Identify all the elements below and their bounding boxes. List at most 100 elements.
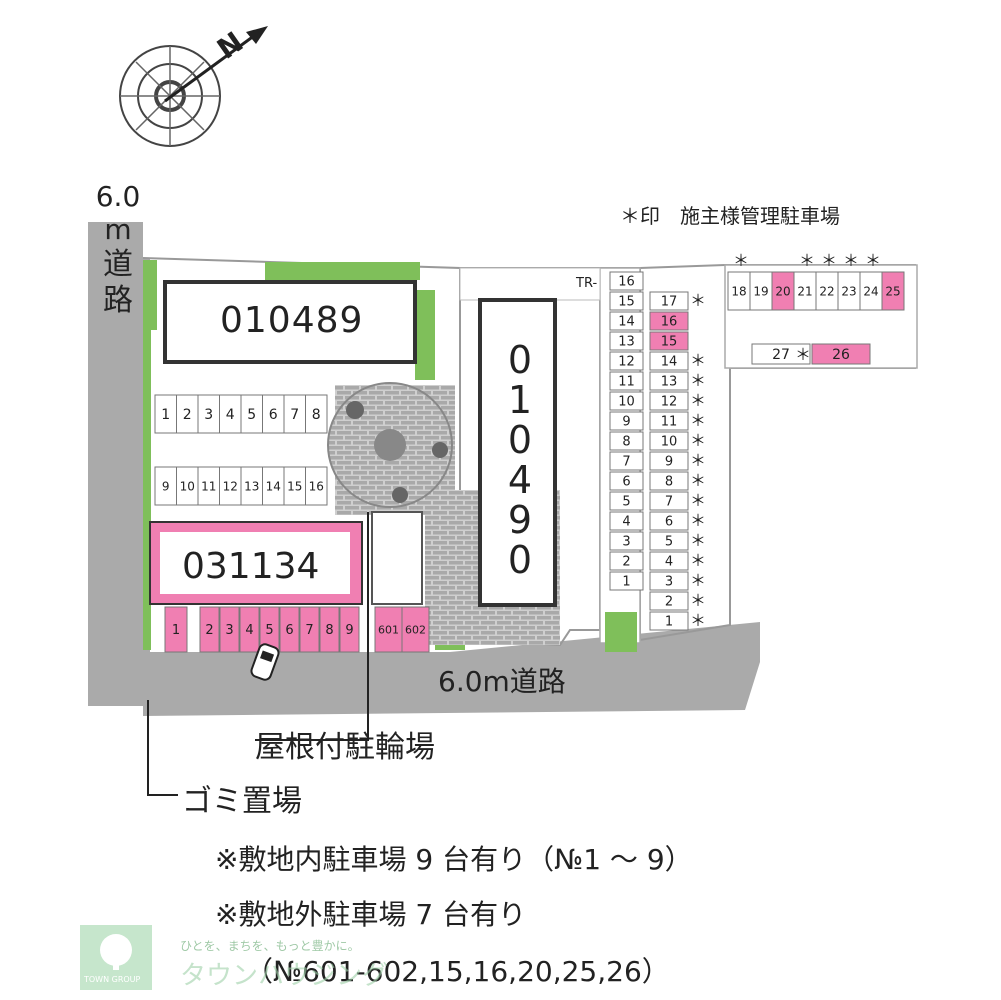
parking-c-3-box bbox=[219, 606, 240, 653]
parking-l-10-label: 6 bbox=[622, 475, 630, 490]
parking-c-1-label: 1 bbox=[172, 623, 180, 638]
west-road bbox=[88, 222, 150, 706]
parking-lone: 27＊26 bbox=[751, 343, 871, 365]
parking-r-star-14: ＊ bbox=[690, 571, 706, 590]
parking-l-7-box bbox=[609, 411, 644, 431]
parking-l-5-box bbox=[609, 371, 644, 391]
parking-l-12-label: 4 bbox=[622, 515, 630, 530]
parking-l-8-box bbox=[609, 431, 644, 451]
parking-r-star-3: ＊ bbox=[690, 351, 706, 370]
parking-r-0-label: 17 bbox=[661, 295, 678, 310]
parking-lone-26-box bbox=[811, 343, 871, 365]
parking-l-12-box bbox=[609, 511, 644, 531]
note-line-3: （№601-602,15,16,20,25,26） bbox=[245, 955, 670, 988]
watermark bbox=[80, 925, 152, 990]
parking-r-star-11: ＊ bbox=[690, 511, 706, 530]
parking-l-2-box bbox=[609, 311, 644, 331]
parking-c-7-box bbox=[299, 606, 320, 653]
parking-c-602-label: 602 bbox=[405, 623, 426, 636]
parking-c-1-box bbox=[164, 606, 188, 653]
parking-r-16-label: 1 bbox=[665, 615, 673, 630]
parking-c-601-box bbox=[374, 606, 403, 653]
parking-a-5-label: 5 bbox=[247, 407, 256, 423]
building-010489 bbox=[163, 280, 417, 364]
parking-r-14-box bbox=[649, 571, 689, 591]
parking-r-star-12: ＊ bbox=[690, 531, 706, 550]
parking-c-6-box bbox=[279, 606, 300, 653]
parking-r-8-box bbox=[649, 451, 689, 471]
building-031134-label: 031134 bbox=[182, 546, 320, 587]
parking-r-8-label: 9 bbox=[665, 455, 673, 470]
parking-c-601-label: 601 bbox=[378, 623, 399, 636]
parking-r-16-box bbox=[649, 611, 689, 631]
parking-r-11-box bbox=[649, 511, 689, 531]
parking-l-11-box bbox=[609, 491, 644, 511]
watermark-tagline: ひとを、まちを、もっと豊かに。 bbox=[180, 939, 360, 953]
parking-c-9-label: 9 bbox=[345, 623, 353, 638]
building-010490-label: 0 1 0 4 9 0 bbox=[507, 338, 533, 582]
parking-c-2-box bbox=[199, 606, 220, 653]
parking-tr-18-label: 18 bbox=[731, 284, 746, 298]
parking-r-15-box bbox=[649, 591, 689, 611]
parking-b-9-label: 9 bbox=[162, 479, 170, 493]
parking-r-11-label: 6 bbox=[665, 515, 673, 530]
watermark-brand: タウンハウジング bbox=[180, 961, 389, 991]
parking-r-star-8: ＊ bbox=[690, 451, 706, 470]
parking-r-13-box bbox=[649, 551, 689, 571]
parking-r-star-16: ＊ bbox=[690, 611, 706, 630]
parking-l-2-label: 14 bbox=[618, 315, 635, 330]
note-line-2: ※敷地外駐車場 7 台有り bbox=[215, 898, 527, 931]
parking-r-3-label: 14 bbox=[661, 355, 678, 370]
parking-c-8-label: 8 bbox=[325, 623, 333, 638]
parking-r-2-box bbox=[649, 331, 689, 351]
parking-l-13-label: 3 bbox=[622, 535, 630, 550]
parking-a-6-label: 6 bbox=[269, 407, 278, 423]
parking-a-2-label: 2 bbox=[183, 407, 192, 423]
parking-r-0-box bbox=[649, 291, 689, 311]
parking-r-13-label: 4 bbox=[665, 555, 673, 570]
car-icon bbox=[250, 643, 280, 681]
parking-l-15-label: 1 bbox=[622, 575, 630, 590]
parking-tr-22-label: 22 bbox=[819, 284, 834, 298]
parking-r-5-box bbox=[649, 391, 689, 411]
parking-tr-20-label: 20 bbox=[775, 284, 790, 298]
parking-l-10-box bbox=[609, 471, 644, 491]
parking-r-9-box bbox=[649, 471, 689, 491]
parking-c-7-label: 7 bbox=[305, 623, 313, 638]
parking-r-7-label: 10 bbox=[661, 435, 678, 450]
parking-b-15-label: 15 bbox=[287, 479, 302, 493]
parking-r-5-label: 12 bbox=[661, 395, 678, 410]
parking-l-14-box bbox=[609, 551, 644, 571]
parking-a-3-label: 3 bbox=[204, 407, 213, 423]
parking-r-9-label: 8 bbox=[665, 475, 673, 490]
parking-tr-star-21: ＊ bbox=[799, 251, 815, 270]
parking-c-8-box bbox=[319, 606, 340, 653]
parking-l-11-label: 5 bbox=[622, 495, 630, 510]
parking-l-9-label: 7 bbox=[622, 455, 630, 470]
parking-l-1-label: 15 bbox=[618, 295, 635, 310]
watermark-logo-text: TOWN GROUP bbox=[84, 975, 141, 984]
parking-tr-19-label: 19 bbox=[753, 284, 768, 298]
parking-l-15-box bbox=[609, 571, 644, 591]
parking-r-2-label: 15 bbox=[661, 335, 678, 350]
parking-l-8-label: 8 bbox=[622, 435, 630, 450]
parking-r-star-5: ＊ bbox=[690, 391, 706, 410]
parking-tr-star-24: ＊ bbox=[865, 251, 881, 270]
parking-c-6-label: 6 bbox=[285, 623, 293, 638]
building-010489-label: 010489 bbox=[220, 300, 364, 341]
parking-b-11-label: 11 bbox=[201, 479, 216, 493]
parking-c-3-label: 3 bbox=[225, 623, 233, 638]
parking-a-8-box bbox=[305, 394, 328, 434]
note-line-1: ※敷地内駐車場 9 台有り（№1 ～ 9） bbox=[215, 843, 693, 876]
parking-r-6-label: 11 bbox=[661, 415, 678, 430]
parking-l-0-label: 16 bbox=[618, 275, 635, 290]
parking-l-4-box bbox=[609, 351, 644, 371]
parking-tr-24-label: 24 bbox=[863, 284, 878, 298]
parking-b-12-label: 12 bbox=[223, 479, 238, 493]
parking-tr-25-box bbox=[881, 271, 905, 311]
parking-r-12-label: 5 bbox=[665, 535, 673, 550]
parking-tr-star-23: ＊ bbox=[843, 251, 859, 270]
parking-r-6-box bbox=[649, 411, 689, 431]
